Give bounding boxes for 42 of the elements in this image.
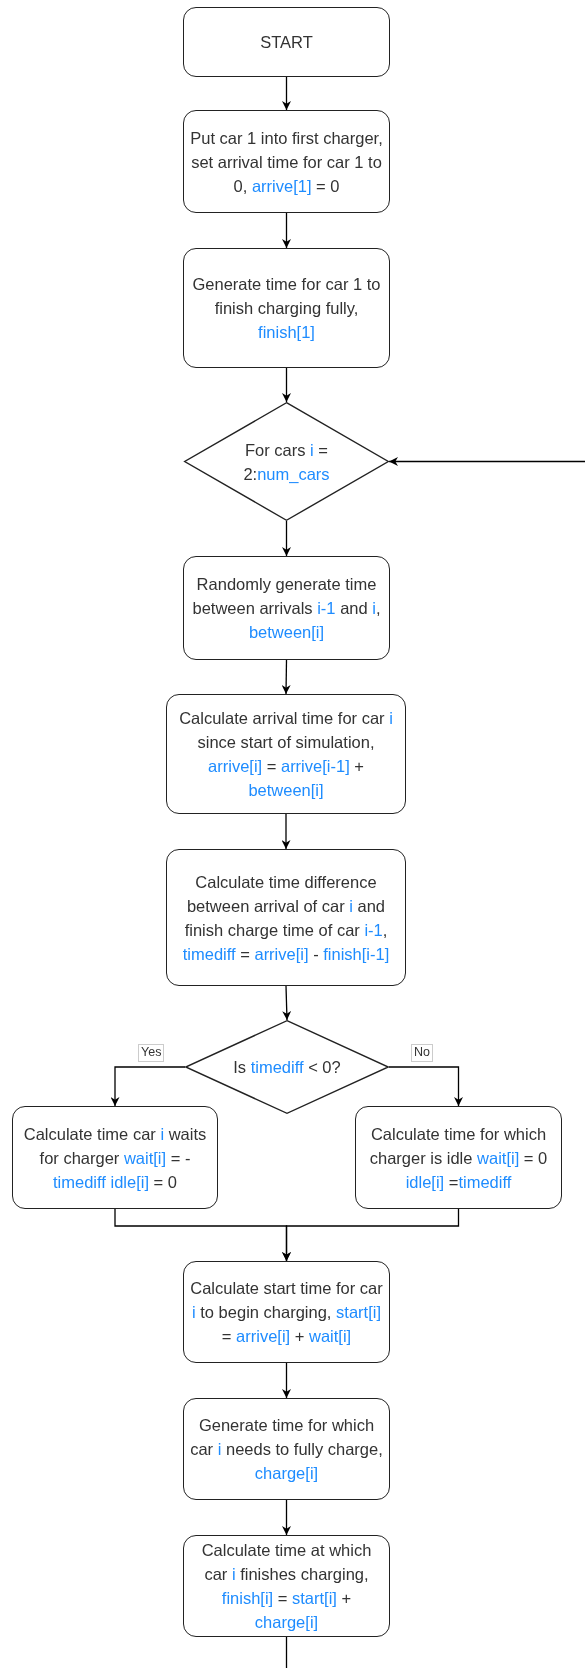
process-box <box>183 110 390 213</box>
step-text: Put car 1 into first charger, set arrival time for car 1 to 0, arrive[1] = 0 <box>189 127 384 197</box>
step-text: Calculate time difference between arrival of car i and finish charge time of car i-1, timediff = arrive[i] - finish[i-1] <box>181 871 391 965</box>
decision-diamond <box>185 1020 389 1114</box>
arrow <box>282 1208 460 1262</box>
process-box <box>183 556 390 660</box>
decision-text: For cars i = 2:num_cars <box>242 439 331 485</box>
arrow <box>282 520 291 557</box>
process-box <box>166 694 406 814</box>
process-box <box>166 849 406 986</box>
arrow <box>282 1362 291 1399</box>
arrow <box>282 367 291 403</box>
process-box <box>355 1106 562 1209</box>
step-text: Generate time for which car i needs to fully charge, charge[i] <box>189 1415 384 1484</box>
process-box <box>183 248 390 368</box>
decision-diamond <box>184 402 389 521</box>
step-text: Calculate time car i waits for charger wait[i] = -timediff idle[i] = 0 <box>22 1123 208 1193</box>
process-box <box>12 1106 218 1209</box>
edge-label: Yes <box>138 1044 165 1062</box>
arrow <box>388 1066 463 1107</box>
arrow <box>110 1066 186 1107</box>
process-box <box>183 1398 390 1500</box>
step-text: Calculate start time for car i to begin charging, start[i] = arrive[i] + wait[i] <box>189 1278 384 1347</box>
arrow <box>282 76 291 111</box>
process-box <box>183 7 390 77</box>
step-text: Randomly generate time between arrivals i-1 and i, between[i] <box>191 574 382 643</box>
step-text: Calculate time at which car i finishes charging, finish[i] = start[i] + charge[i] <box>200 1540 373 1633</box>
step-text: Generate time for car 1 to finish charging fully, finish[1] <box>191 274 382 343</box>
arrow <box>281 813 291 850</box>
connector-line <box>285 1636 288 1668</box>
decision-text: Is timediff < 0? <box>233 1057 341 1078</box>
arrow <box>281 659 291 695</box>
edge-label: No <box>411 1044 433 1062</box>
process-box <box>183 1535 390 1637</box>
arrow <box>282 212 291 249</box>
arrow <box>282 985 292 1021</box>
process-box <box>183 1261 390 1363</box>
step-text: Calculate time for which charger is idle wait[i] = 0 idle[i] =timediff <box>368 1123 549 1193</box>
step-text: START <box>260 32 313 53</box>
arrow <box>282 1499 291 1536</box>
step-text: Calculate arrival time for car i since start of simulation, arrive[i] = arrive[i-1] + between[i] <box>178 708 394 801</box>
arrow <box>388 457 585 466</box>
